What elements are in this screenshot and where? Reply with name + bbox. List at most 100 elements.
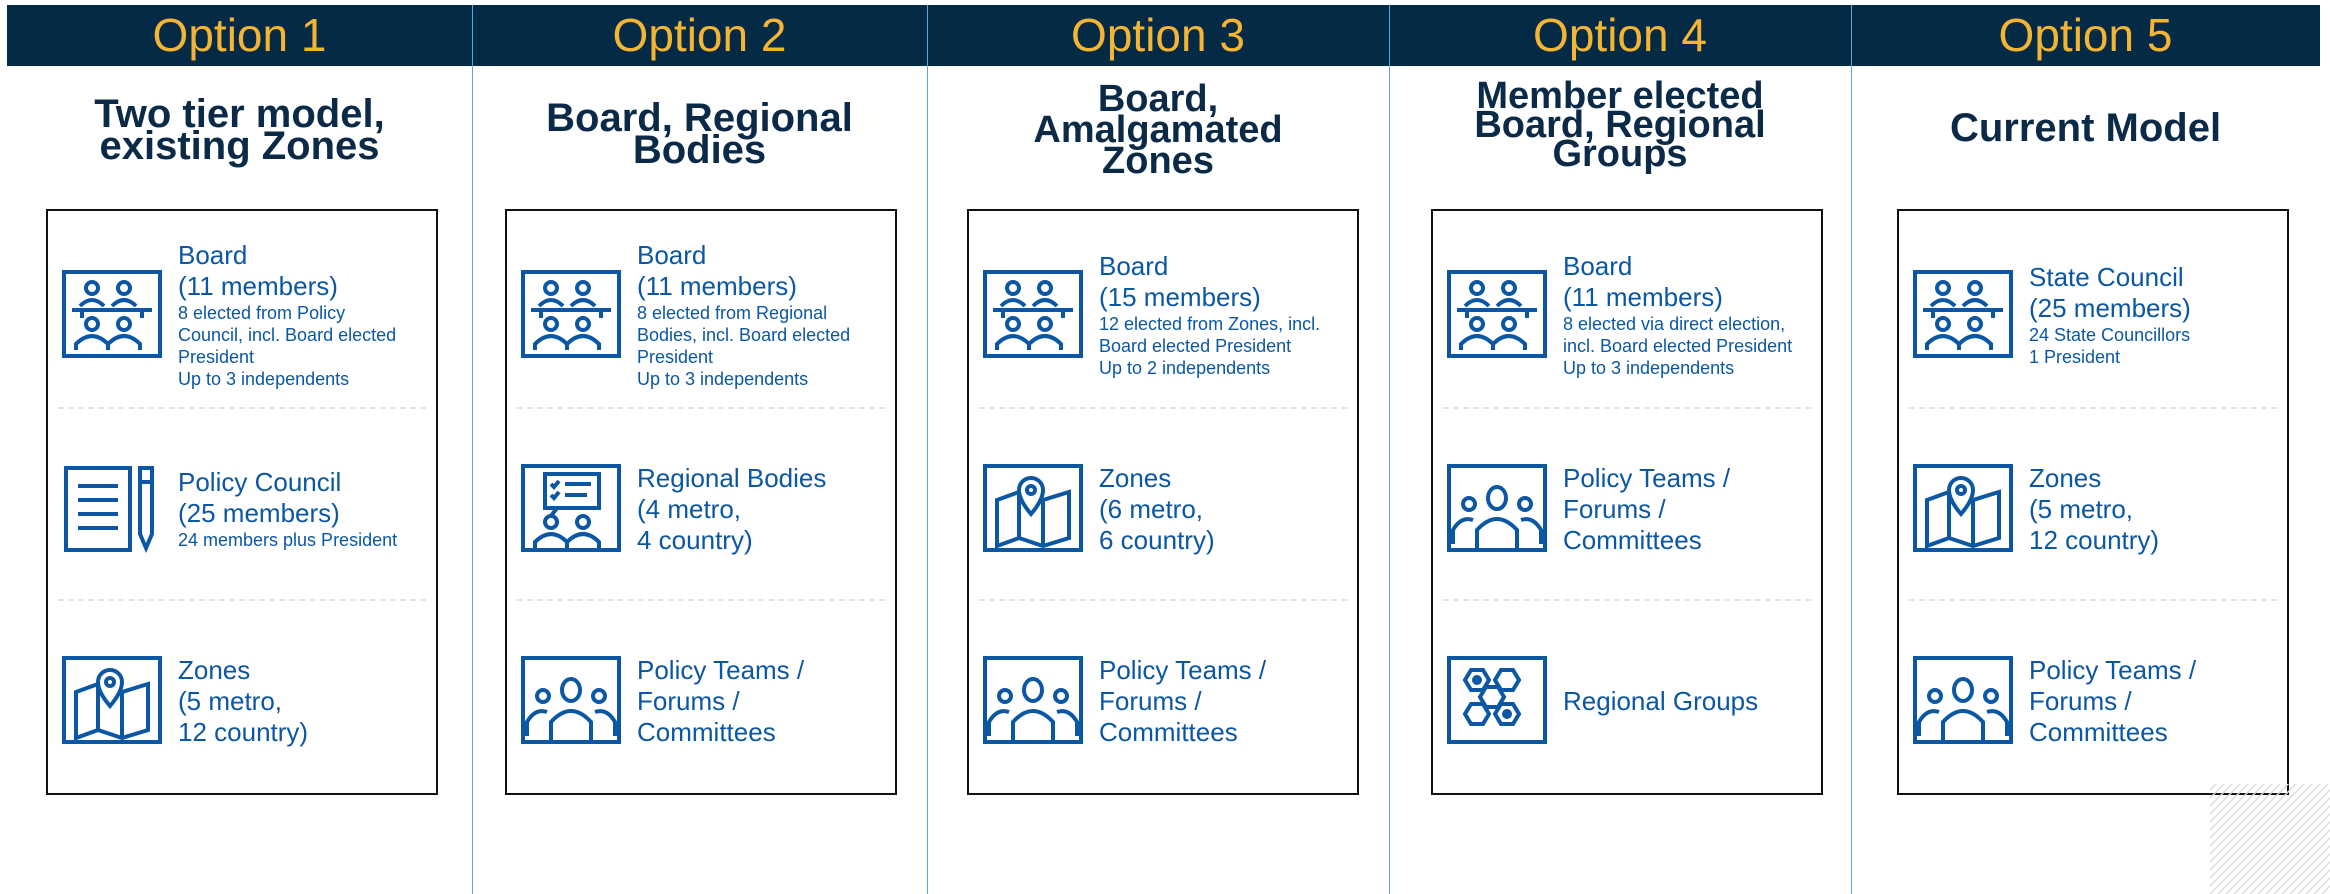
section-main-text: Board bbox=[178, 240, 248, 270]
option-heading-line: Board, bbox=[1097, 78, 1219, 120]
section-separator bbox=[1443, 407, 1811, 409]
document-pen-icon bbox=[62, 464, 162, 554]
section-text: State Council(25 members)24 State Counci… bbox=[2029, 262, 2283, 368]
option-heading-line: Two tier model, bbox=[94, 92, 385, 136]
section-detail-text: incl. Board elected President bbox=[1563, 336, 1793, 356]
section-main-text: Committees bbox=[1563, 524, 1702, 555]
section-detail-text: Council, incl. Board elected bbox=[178, 325, 397, 345]
map-pin-icon bbox=[983, 464, 1083, 554]
option-card: Board(15 members)12 elected from Zones, … bbox=[967, 209, 1359, 795]
section-main-text: (25 members) bbox=[178, 498, 340, 528]
team-people-icon bbox=[983, 656, 1083, 746]
section-detail-text: Up to 3 independents bbox=[1563, 358, 1735, 378]
section-text: Zones(5 metro,12 country) bbox=[2029, 463, 2283, 556]
section-detail-text: 8 elected from Regional bbox=[637, 303, 828, 323]
section-main-text: Committees bbox=[2029, 716, 2168, 747]
section-main-text: Policy Teams / bbox=[637, 654, 805, 685]
option-heading-line: Zones bbox=[1102, 140, 1214, 182]
section-separator bbox=[979, 407, 1347, 409]
section-detail-text: 24 State Councillors bbox=[2029, 325, 2191, 345]
option-heading-line: Current Model bbox=[1949, 106, 2222, 150]
option-heading-line: existing Zones bbox=[99, 124, 380, 168]
column-divider-line bbox=[472, 5, 473, 894]
section-detail-text: Board elected President bbox=[1099, 336, 1292, 356]
section-detail-text: Up to 2 independents bbox=[1099, 358, 1271, 378]
option-heading-line: Board, Regional bbox=[546, 96, 853, 140]
section-main-text: (25 members) bbox=[2029, 293, 2191, 323]
team-people-icon bbox=[521, 656, 621, 746]
section-text: Policy Council(25 members)24 members plu… bbox=[178, 467, 432, 551]
section-main-text: Board bbox=[1563, 251, 1633, 281]
section-separator bbox=[58, 407, 426, 409]
section-main-text: Zones bbox=[2029, 462, 2102, 493]
section-main-text: Policy Teams / bbox=[1563, 462, 1731, 493]
option-heading-line: Groups bbox=[1552, 133, 1688, 175]
section-main-text: 12 country) bbox=[178, 716, 309, 747]
section-main-text: Board bbox=[1099, 251, 1169, 281]
section-text: Policy Teams /Forums /Committees bbox=[2029, 655, 2283, 748]
section-separator bbox=[517, 599, 885, 601]
board-meeting-icon bbox=[1447, 270, 1547, 360]
section-main-text: Policy Teams / bbox=[2029, 654, 2197, 685]
section-main-text: 12 country) bbox=[2029, 524, 2160, 555]
option-heading: Two tier model,existing Zones bbox=[7, 92, 472, 168]
section-main-text: Committees bbox=[1099, 716, 1238, 747]
column-divider-line bbox=[927, 5, 928, 894]
section-detail-text: 8 elected via direct election, bbox=[1563, 314, 1786, 334]
board-meeting-icon bbox=[521, 270, 621, 360]
section-main-text: 6 country) bbox=[1099, 524, 1215, 555]
section-main-text: (15 members) bbox=[1099, 282, 1261, 312]
section-detail-text: Up to 3 independents bbox=[637, 369, 809, 389]
board-meeting-icon bbox=[62, 270, 162, 360]
option-heading-line: Amalgamated bbox=[1033, 109, 1283, 151]
section-text: Regional Bodies(4 metro,4 country) bbox=[637, 463, 891, 556]
section-separator bbox=[1443, 599, 1811, 601]
section-detail-text: 8 elected from Policy bbox=[178, 303, 346, 323]
section-detail-text: President bbox=[178, 347, 255, 367]
option-title: Option 1 bbox=[152, 9, 327, 61]
section-separator bbox=[979, 599, 1347, 601]
section-main-text: (11 members) bbox=[1563, 282, 1723, 312]
section-main-text: (11 members) bbox=[637, 271, 797, 301]
option-heading-line: Member elected bbox=[1476, 75, 1764, 117]
section-separator bbox=[58, 599, 426, 601]
section-main-text: (5 metro, bbox=[2029, 493, 2134, 524]
section-main-text: Forums / bbox=[637, 685, 740, 716]
section-main-text: Regional Bodies bbox=[637, 462, 827, 493]
option-heading-line: Bodies bbox=[632, 128, 767, 172]
presentation-group-icon bbox=[521, 464, 621, 554]
section-text: Zones(5 metro,12 country) bbox=[178, 655, 432, 748]
section-main-text: Committees bbox=[637, 716, 776, 747]
option-title: Option 5 bbox=[1998, 9, 2173, 61]
option-heading: Current Model bbox=[1851, 104, 2320, 152]
section-detail-text: 1 President bbox=[2029, 347, 2121, 367]
option-card: Board(11 members)8 elected via direct el… bbox=[1431, 209, 1823, 795]
section-text: Policy Teams /Forums /Committees bbox=[1563, 463, 1817, 556]
option-title: Option 2 bbox=[612, 9, 787, 61]
option-title: Option 4 bbox=[1533, 9, 1707, 61]
map-pin-icon bbox=[1913, 464, 2013, 554]
section-main-text: (5 metro, bbox=[178, 685, 283, 716]
column-divider-line bbox=[1389, 5, 1390, 894]
option-title: Option 3 bbox=[1071, 9, 1245, 61]
section-text: Policy Teams /Forums /Committees bbox=[1099, 655, 1353, 748]
section-main-text: Policy Council bbox=[178, 467, 342, 497]
section-main-text: Forums / bbox=[1099, 685, 1202, 716]
corner-hatch-decoration bbox=[2210, 784, 2330, 894]
board-meeting-icon bbox=[983, 270, 1083, 360]
section-text: Regional Groups bbox=[1563, 686, 1817, 717]
section-text: Zones(6 metro,6 country) bbox=[1099, 463, 1353, 556]
section-main-text: (6 metro, bbox=[1099, 493, 1204, 524]
section-detail-text: 12 elected from Zones, incl. bbox=[1099, 314, 1321, 334]
section-main-text: 4 country) bbox=[637, 524, 753, 555]
section-separator bbox=[1909, 599, 2277, 601]
section-separator bbox=[1909, 407, 2277, 409]
hexagon-network-icon bbox=[1447, 656, 1547, 746]
section-main-text: Regional Groups bbox=[1563, 685, 1759, 716]
section-main-text: Zones bbox=[1099, 462, 1172, 493]
section-text: Policy Teams /Forums /Committees bbox=[637, 655, 891, 748]
